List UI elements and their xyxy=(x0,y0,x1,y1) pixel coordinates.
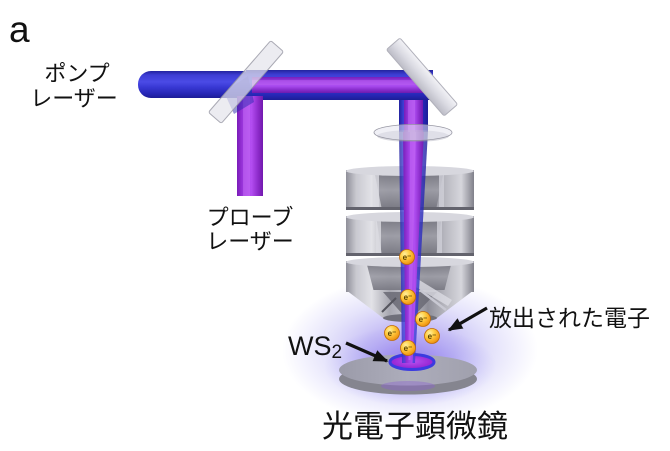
emitted-electrons-label: 放出された電子 xyxy=(489,305,650,331)
electron-symbol: e⁻ xyxy=(428,332,437,341)
inner-strut xyxy=(419,289,447,311)
electron: e⁻ xyxy=(384,325,400,341)
electron-symbol: e⁻ xyxy=(419,315,428,324)
electron-symbol: e⁻ xyxy=(404,344,413,353)
probe-beam xyxy=(237,96,263,196)
inner-strut xyxy=(381,297,397,313)
panel-label: a xyxy=(9,9,30,50)
microscope-label: 光電子顕微鏡 xyxy=(322,409,508,444)
ws2-label: WS2 xyxy=(288,331,342,363)
beamsplitter xyxy=(208,40,284,124)
focused-beam xyxy=(399,131,428,363)
focusing-lens xyxy=(373,124,453,142)
electron: e⁻ xyxy=(415,311,431,327)
electron-symbol: e⁻ xyxy=(403,253,412,262)
probe-laser-label-line2: レーザー xyxy=(206,229,294,254)
electron: e⁻ xyxy=(400,340,416,356)
electron: e⁻ xyxy=(424,328,440,344)
emitted-electrons-arrow xyxy=(447,306,488,332)
electron-symbol: e⁻ xyxy=(404,293,413,302)
pump-laser-label-line1: ポンプ xyxy=(44,61,109,86)
disc-glow-reflection xyxy=(381,381,435,391)
electron: e⁻ xyxy=(400,289,416,305)
pump-laser-label-line2: レーザー xyxy=(30,86,118,111)
electron: e⁻ xyxy=(399,249,415,265)
inner-strut xyxy=(414,278,452,306)
ws2-label-base: WS xyxy=(288,331,332,361)
folding-mirror xyxy=(386,38,458,116)
ws2-arrow xyxy=(345,341,389,363)
electron-symbol: e⁻ xyxy=(388,329,397,338)
combined-beam xyxy=(246,70,433,100)
probe-laser-label-line1: プローブ xyxy=(207,205,294,230)
emitted-electrons: e⁻ e⁻ e⁻ e⁻ e⁻ e⁻ xyxy=(384,249,440,356)
ws2-label-subscript: 2 xyxy=(332,342,343,363)
